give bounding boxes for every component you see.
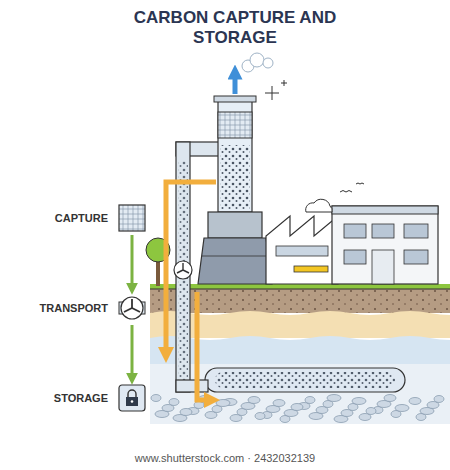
flow-arrow (131, 235, 134, 290)
pebble (352, 398, 366, 405)
cloud (306, 199, 332, 212)
office-building (332, 206, 438, 284)
pebble (273, 400, 285, 407)
step-label: CAPTURE (55, 212, 108, 224)
pebble (291, 404, 303, 411)
pebble (248, 397, 260, 404)
smoke (242, 53, 273, 72)
sparkle (265, 80, 287, 100)
step-icon: TRANSPORT (118, 294, 146, 322)
pebble (434, 396, 444, 403)
step-label: STORAGE (54, 392, 108, 404)
step-icon: CAPTURE (118, 204, 146, 232)
pebble (216, 400, 230, 407)
title: CARBON CAPTURE AND STORAGE (125, 8, 345, 49)
chimney (214, 96, 256, 212)
pebble (151, 395, 161, 402)
pebble (305, 397, 315, 404)
step-label: TRANSPORT (40, 302, 108, 314)
birds (340, 183, 364, 192)
factory (266, 216, 338, 284)
pebble (384, 395, 396, 402)
pebble (255, 413, 265, 420)
capture-unit (198, 212, 272, 284)
pebble (366, 408, 376, 415)
step-icon: STORAGE (118, 384, 146, 412)
flow-arrow (166, 182, 216, 355)
flow-arrow (131, 325, 134, 380)
step-symbol (118, 294, 146, 322)
pebble (169, 399, 179, 406)
pebble (327, 395, 341, 402)
pebble (409, 398, 421, 405)
pebble (395, 405, 409, 412)
watermark: www.shutterstock.com · 2432032139 (0, 452, 450, 464)
step-symbol (118, 384, 146, 412)
step-symbol (118, 204, 146, 232)
pebble (180, 409, 192, 416)
clean-air-arrow (233, 72, 238, 94)
flow-arrow (197, 292, 212, 400)
storage-reservoir (205, 368, 405, 392)
ground (150, 284, 450, 424)
